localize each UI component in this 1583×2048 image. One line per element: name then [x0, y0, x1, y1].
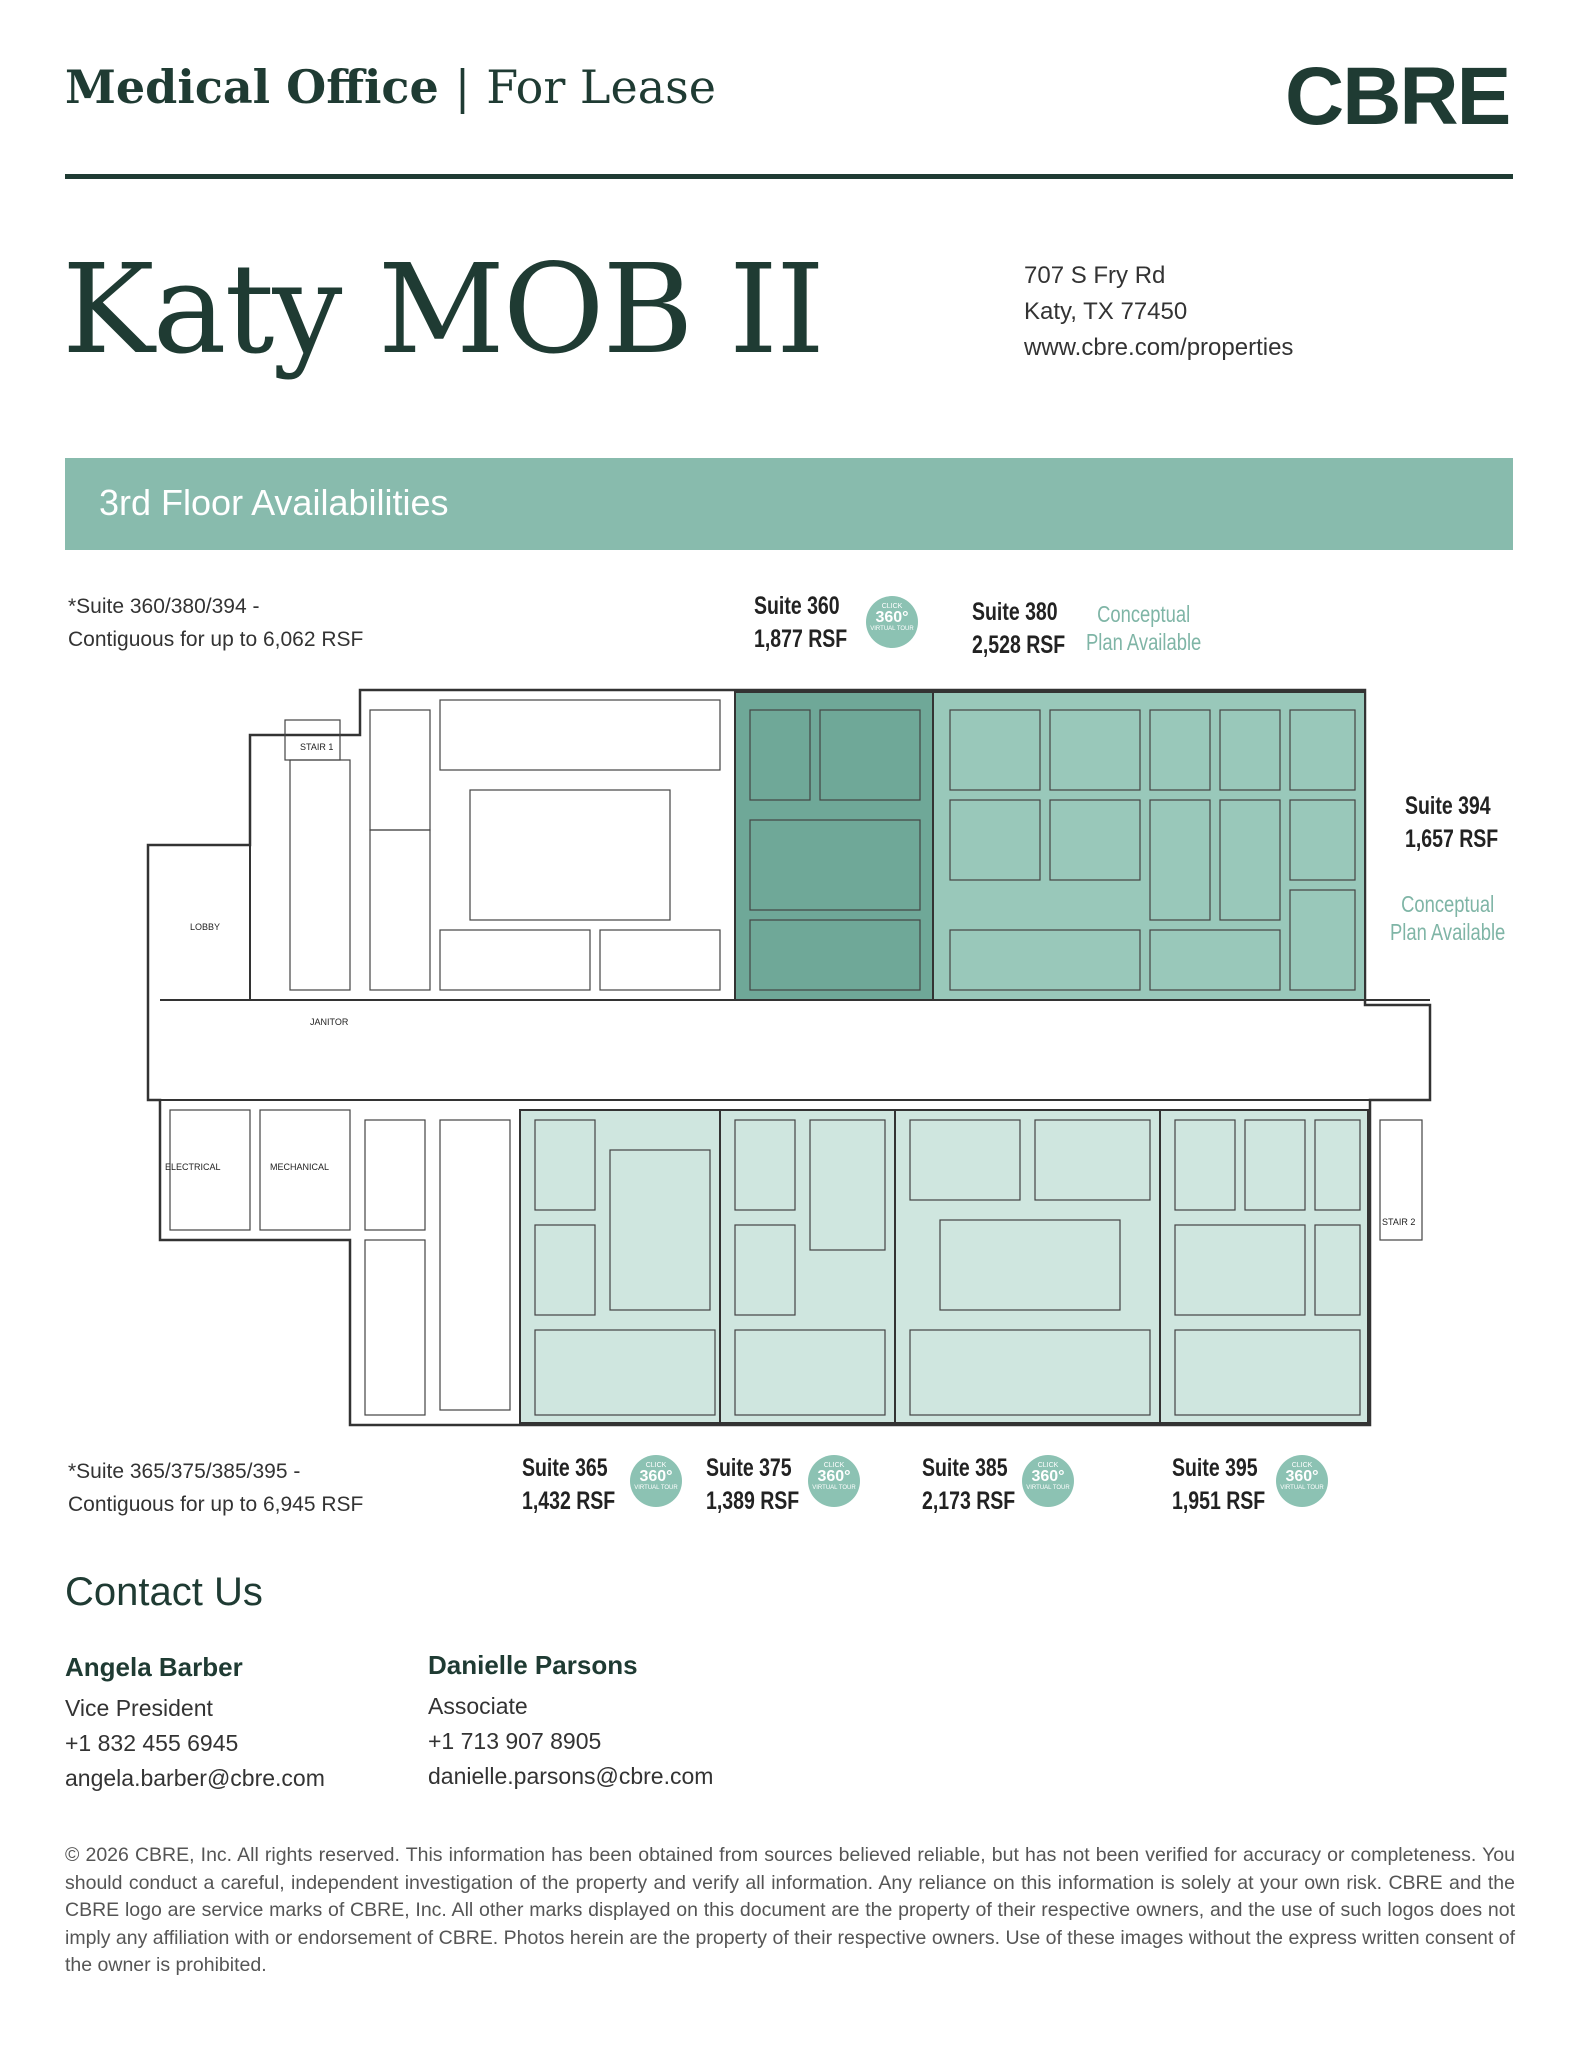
contact-email[interactable]: angela.barber@cbre.com	[65, 1765, 325, 1791]
suite-394-label: Suite 394 1,657 RSF	[1405, 790, 1498, 856]
suite-375-name: Suite 375	[706, 1454, 792, 1482]
note-top-line2: Contiguous for up to 6,062 RSF	[68, 628, 364, 651]
header-rule	[65, 174, 1513, 179]
suite-394-conceptual-note: Conceptual Plan Available	[1390, 890, 1505, 946]
website-link[interactable]: www.cbre.com/properties	[1024, 334, 1294, 361]
suite-375-label: Suite 375 1,389 RSF	[706, 1452, 799, 1518]
header-title: Medical Office | For Lease	[65, 60, 716, 114]
suite-380-conceptual-note: Conceptual Plan Available	[1086, 600, 1201, 656]
note-top-line1: *Suite 360/380/394 -	[68, 595, 260, 618]
conceptual-line1: Conceptual	[1097, 601, 1191, 627]
tour-360-text: 360°	[817, 1468, 851, 1485]
suite-395-label: Suite 395 1,951 RSF	[1172, 1452, 1265, 1518]
tour-click-text: CLICK	[645, 1462, 667, 1469]
contact-phone[interactable]: +1 713 907 8905	[428, 1728, 602, 1754]
note-bottom-line1: *Suite 365/375/385/395 -	[68, 1460, 301, 1483]
floor-plan: LOBBY STAIR 1 STAIR 2 ELECTRICAL MECHANI…	[146, 688, 1432, 1427]
suite-385-name: Suite 385	[922, 1454, 1008, 1482]
suite-360-label: Suite 360 1,877 RSF	[754, 590, 847, 656]
conceptual-line2: Plan Available	[1086, 629, 1202, 655]
plan-label-electrical: ELECTRICAL	[165, 1162, 221, 1172]
tour-click-text: CLICK	[881, 603, 903, 610]
conceptual-line1: Conceptual	[1401, 891, 1495, 917]
address-line2: Katy, TX 77450	[1024, 298, 1188, 325]
cbre-logo: CBRE	[1285, 51, 1511, 142]
suite-360-area[interactable]	[734, 691, 934, 1001]
tour-360-text: 360°	[639, 1468, 673, 1485]
suite-380-size: 2,528 RSF	[972, 631, 1066, 659]
tour-sub-text: VIRTUAL TOUR	[1026, 1485, 1070, 1491]
suite-385-size: 2,173 RSF	[922, 1487, 1016, 1515]
plan-label-lobby: LOBBY	[190, 922, 220, 932]
suite-375-tour-button[interactable]: CLICK 360° VIRTUAL TOUR	[808, 1455, 860, 1507]
contiguous-note-top: *Suite 360/380/394 - Contiguous for up t…	[68, 590, 363, 656]
note-bottom-line2: Contiguous for up to 6,945 RSF	[68, 1493, 364, 1516]
suite-365-label: Suite 365 1,432 RSF	[522, 1452, 615, 1518]
section-banner	[65, 458, 1513, 550]
property-title: Katy MOB II	[62, 238, 825, 382]
contact-email[interactable]: danielle.parsons@cbre.com	[428, 1763, 714, 1789]
suite-360-size: 1,877 RSF	[754, 625, 848, 653]
suite-365-name: Suite 365	[522, 1454, 608, 1482]
header-separator: |	[454, 60, 471, 114]
suite-394-size: 1,657 RSF	[1405, 825, 1499, 853]
suite-394-name: Suite 394	[1405, 792, 1491, 820]
tour-360-text: 360°	[1285, 1468, 1319, 1485]
suite-380-label: Suite 380 2,528 RSF	[972, 596, 1065, 662]
section-banner-label: 3rd Floor Availabilities	[99, 482, 449, 523]
conceptual-line2: Plan Available	[1390, 919, 1506, 945]
corridor-walls	[160, 845, 1430, 1101]
tour-sub-text: VIRTUAL TOUR	[812, 1485, 856, 1491]
tour-sub-text: VIRTUAL TOUR	[870, 626, 914, 632]
contact-phone[interactable]: +1 832 455 6945	[65, 1730, 239, 1756]
plan-label-janitor: JANITOR	[310, 1017, 349, 1027]
suite-395-size: 1,951 RSF	[1172, 1487, 1266, 1515]
tour-click-text: CLICK	[823, 1462, 845, 1469]
suite-360-tour-button[interactable]: CLICK 360° VIRTUAL TOUR	[866, 596, 918, 648]
suite-365-size: 1,432 RSF	[522, 1487, 616, 1515]
contact-heading: Contact Us	[65, 1570, 263, 1614]
contact-title: Associate	[428, 1693, 528, 1719]
suite-395-tour-button[interactable]: CLICK 360° VIRTUAL TOUR	[1276, 1455, 1328, 1507]
tour-click-text: CLICK	[1037, 1462, 1059, 1469]
suite-380-name: Suite 380	[972, 598, 1058, 626]
suite-375-area[interactable]	[719, 1109, 896, 1424]
tour-sub-text: VIRTUAL TOUR	[1280, 1485, 1324, 1491]
suite-380-394-area[interactable]	[932, 691, 1366, 1001]
suite-395-area[interactable]	[1159, 1109, 1369, 1424]
header-category: Medical Office	[65, 60, 439, 114]
interior-walls	[169, 699, 1423, 1416]
suite-395-name: Suite 395	[1172, 1454, 1258, 1482]
suite-385-area[interactable]	[894, 1109, 1161, 1424]
contact-card-1: Angela Barber Vice President +1 832 455 …	[65, 1652, 325, 1792]
contact-card-2: Danielle Parsons Associate +1 713 907 89…	[428, 1650, 713, 1790]
tour-360-text: 360°	[1031, 1468, 1065, 1485]
suite-365-tour-button[interactable]: CLICK 360° VIRTUAL TOUR	[630, 1455, 682, 1507]
plan-label-stair2: STAIR 2	[1382, 1217, 1415, 1227]
plan-label-mechanical: MECHANICAL	[270, 1162, 329, 1172]
suite-360-name: Suite 360	[754, 592, 840, 620]
contiguous-note-bottom: *Suite 365/375/385/395 - Contiguous for …	[68, 1455, 363, 1521]
tour-sub-text: VIRTUAL TOUR	[634, 1485, 678, 1491]
suite-375-size: 1,389 RSF	[706, 1487, 800, 1515]
suite-365-area[interactable]	[519, 1109, 721, 1424]
address-line1: 707 S Fry Rd	[1024, 262, 1166, 289]
header-status: For Lease	[486, 60, 716, 114]
tour-click-text: CLICK	[1291, 1462, 1313, 1469]
contact-name: Danielle Parsons	[428, 1650, 638, 1680]
contact-title: Vice President	[65, 1695, 213, 1721]
contact-name: Angela Barber	[65, 1652, 243, 1682]
suite-385-label: Suite 385 2,173 RSF	[922, 1452, 1015, 1518]
tour-360-text: 360°	[875, 609, 909, 626]
plan-label-stair1: STAIR 1	[300, 742, 333, 752]
legal-disclaimer: © 2026 CBRE, Inc. All rights reserved. T…	[65, 1844, 1515, 1976]
suite-385-tour-button[interactable]: CLICK 360° VIRTUAL TOUR	[1022, 1455, 1074, 1507]
